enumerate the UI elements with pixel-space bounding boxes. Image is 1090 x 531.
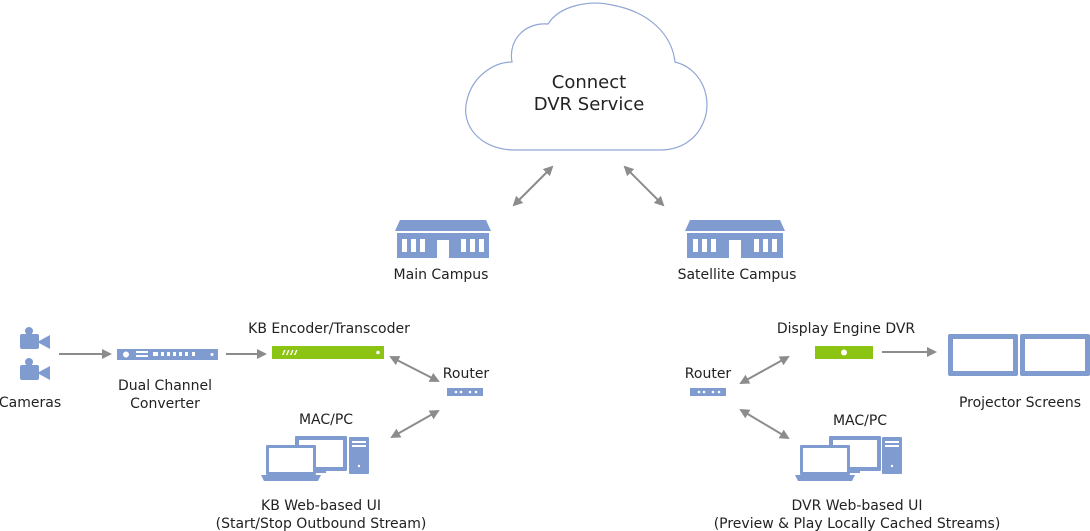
left-computers-icon [261,436,369,481]
right-macpc-label: MAC/PC [833,413,887,429]
satellite-campus-label: Satellite Campus [678,267,797,283]
left-router-label: Router [443,366,490,382]
arrow-cloud-main [512,165,554,207]
projector-screens-label: Projector Screens [959,395,1081,411]
main-campus-label: Main Campus [394,267,489,283]
converter-device-icon [117,349,218,360]
encoder-label: KB Encoder/Transcoder [248,321,410,337]
converter-label-line1: Dual Channel [118,378,212,394]
left-router-icon [447,388,483,396]
projector-screens-icon [948,334,1090,376]
cloud-icon [465,2,708,151]
encoder-device-icon [272,346,384,359]
cameras-label: Cameras [0,395,61,411]
right-router-label: Router [685,366,732,382]
converter-label-line2: Converter [130,396,200,412]
right-ui-label-line2: (Preview & Play Locally Cached Streams) [714,516,1001,531]
cloud-title-line2: DVR Service [534,94,645,115]
arrow-router-dvr [739,356,790,384]
main-campus-building-icon [395,220,491,258]
cloud-title-line1: Connect [552,72,626,93]
left-macpc-label: MAC/PC [299,412,353,428]
left-ui-label-line1: KB Web-based UI [261,498,381,514]
arrow-cloud-satellite [623,165,665,207]
cameras-icon [20,327,50,380]
right-ui-label-line1: DVR Web-based UI [792,498,923,514]
left-ui-label-line2: (Start/Stop Outbound Stream) [216,516,427,531]
right-router-icon [690,388,726,396]
dvr-label: Display Engine DVR [777,321,916,337]
dvr-device-icon [815,346,873,359]
satellite-campus-building-icon [685,220,785,258]
arrow-router-macpc [390,410,440,438]
arrow-encoder-router [389,356,440,382]
arrow-router-right-macpc [739,408,790,440]
right-computers-icon [795,436,902,481]
